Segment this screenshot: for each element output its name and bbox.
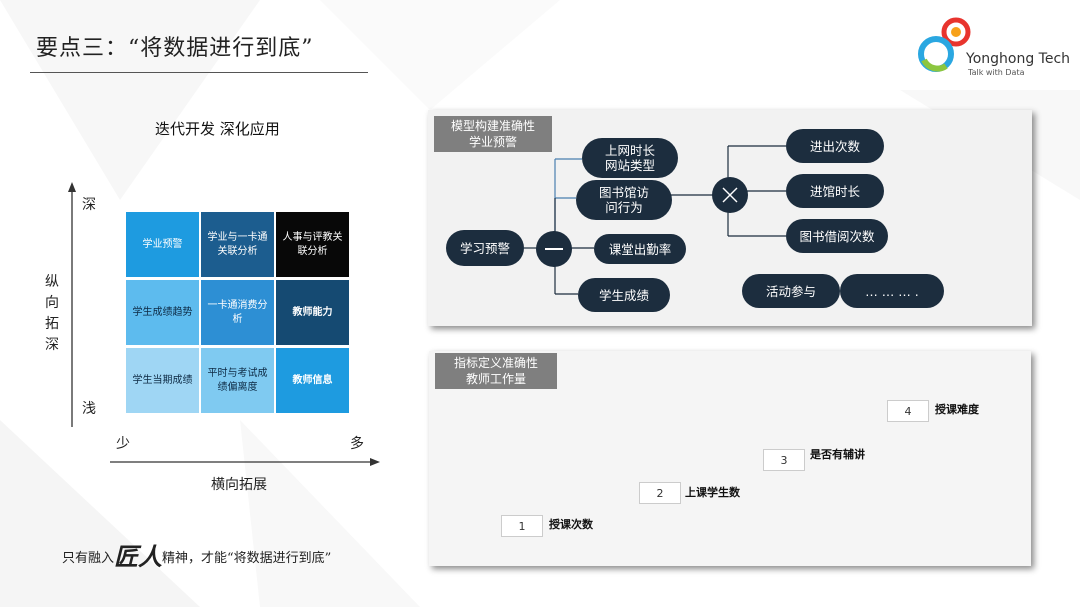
matrix-axes <box>68 182 380 466</box>
extra-label-activity: 活动参与 <box>765 283 816 299</box>
step-1-label: 授课次数 <box>549 518 593 531</box>
step-1-number: 1 <box>501 515 543 537</box>
panel1-label: 模型构建准确性 学业预警 <box>434 116 552 152</box>
branch-node-grades[interactable]: 学生成绩 <box>578 278 670 312</box>
root-node[interactable]: 学习预警 <box>446 230 524 266</box>
root-node-label: 学习预警 <box>459 240 510 256</box>
sub-node-entries[interactable]: 进出次数 <box>786 129 884 163</box>
matrix-cell-r2-c1: 学生成绩趋势 <box>126 280 199 345</box>
matrix-cell-r1-c2: 学业与一卡通关联分析 <box>201 212 274 277</box>
step-2-number: 2 <box>639 482 681 504</box>
logo-tagline: Talk with Data <box>968 68 1025 77</box>
x-axis-left: 少 <box>116 436 130 452</box>
extra-node-more[interactable]: … … … . <box>840 274 944 308</box>
step-4-label: 授课难度 <box>935 403 979 416</box>
matrix-cell-r2-c3: 教师能力 <box>276 280 349 345</box>
footer-prefix: 只有融入 <box>62 551 115 566</box>
y-axis-label: 纵向拓深 <box>45 274 59 353</box>
matrix-cell-r3-c1: 学生当期成绩 <box>126 348 199 413</box>
matrix-title: 迭代开发 深化应用 <box>155 120 280 138</box>
branch-label-library: 图书馆访 问行为 <box>598 185 649 215</box>
step-3-number: 3 <box>763 449 805 471</box>
yonghong-logo-icon <box>918 17 971 72</box>
matrix-cell-r2-c2: 一卡通消费分析 <box>201 280 274 345</box>
panel2-label-line2: 教师工作量 <box>465 372 526 386</box>
branch-label-internet: 上网时长 网站类型 <box>604 143 655 173</box>
branch-label-attendance: 课堂出勤率 <box>608 241 672 257</box>
branch-node-internet[interactable]: 上网时长 网站类型 <box>582 138 678 178</box>
x-axis-label: 横向拓展 <box>211 477 267 493</box>
branch-label-grades: 学生成绩 <box>598 287 649 303</box>
matrix-cell-r3-c3: 教师信息 <box>276 348 349 413</box>
sub-hub-icon <box>712 177 748 213</box>
branch-node-library[interactable]: 图书馆访 问行为 <box>576 180 672 220</box>
panel1-label-line1: 模型构建准确性 <box>450 119 535 133</box>
step-2-label: 上课学生数 <box>685 486 740 499</box>
branch-node-attendance[interactable]: 课堂出勤率 <box>594 234 686 264</box>
panel2-label: 指标定义准确性 教师工作量 <box>435 353 557 389</box>
matrix-cell-r1-c1: 学业预警 <box>126 212 199 277</box>
page-title: 要点三：“将数据进行到底” <box>36 36 314 61</box>
y-axis-top: 深 <box>82 197 96 213</box>
x-axis-right: 多 <box>350 436 364 452</box>
branch-hub <box>536 231 572 267</box>
logo-name: Yonghong Tech <box>966 51 1071 67</box>
extra-node-activity[interactable]: 活动参与 <box>742 274 840 308</box>
step-3-label: 是否有辅讲 <box>810 448 865 461</box>
footer-emphasis: 匠人 <box>114 542 163 571</box>
metric-accuracy-panel: 指标定义准确性 教师工作量 1 授课次数 2 上课学生数 3 是否有辅讲 4 授… <box>429 351 1031 566</box>
title-underline <box>30 72 368 73</box>
footer-quote: 只有融入匠人精神，才能“将数据进行到底” <box>62 537 331 572</box>
model-accuracy-panel: 模型构建准确性 学业预警 学习预警 上网时长 网站类型 图书馆访 问行为 课堂出… <box>428 110 1032 326</box>
sub-label-entries: 进出次数 <box>809 138 860 154</box>
sub-label-borrowing: 图书借阅次数 <box>799 228 875 244</box>
panel2-label-line1: 指标定义准确性 <box>453 356 538 370</box>
panel1-label-line2: 学业预警 <box>468 135 517 149</box>
sub-node-borrowing[interactable]: 图书借阅次数 <box>786 219 888 253</box>
sub-label-duration: 进馆时长 <box>809 183 860 199</box>
y-axis-bottom: 浅 <box>82 401 96 417</box>
footer-suffix: 精神，才能“将数据进行到底” <box>162 551 332 566</box>
matrix-cell-r1-c3: 人事与评教关联分析 <box>276 212 349 277</box>
step-4-number: 4 <box>887 400 929 422</box>
sub-node-duration[interactable]: 进馆时长 <box>786 174 884 208</box>
matrix-cell-r3-c2: 平时与考试成绩偏离度 <box>201 348 274 413</box>
extra-label-more: … … … . <box>865 283 919 299</box>
